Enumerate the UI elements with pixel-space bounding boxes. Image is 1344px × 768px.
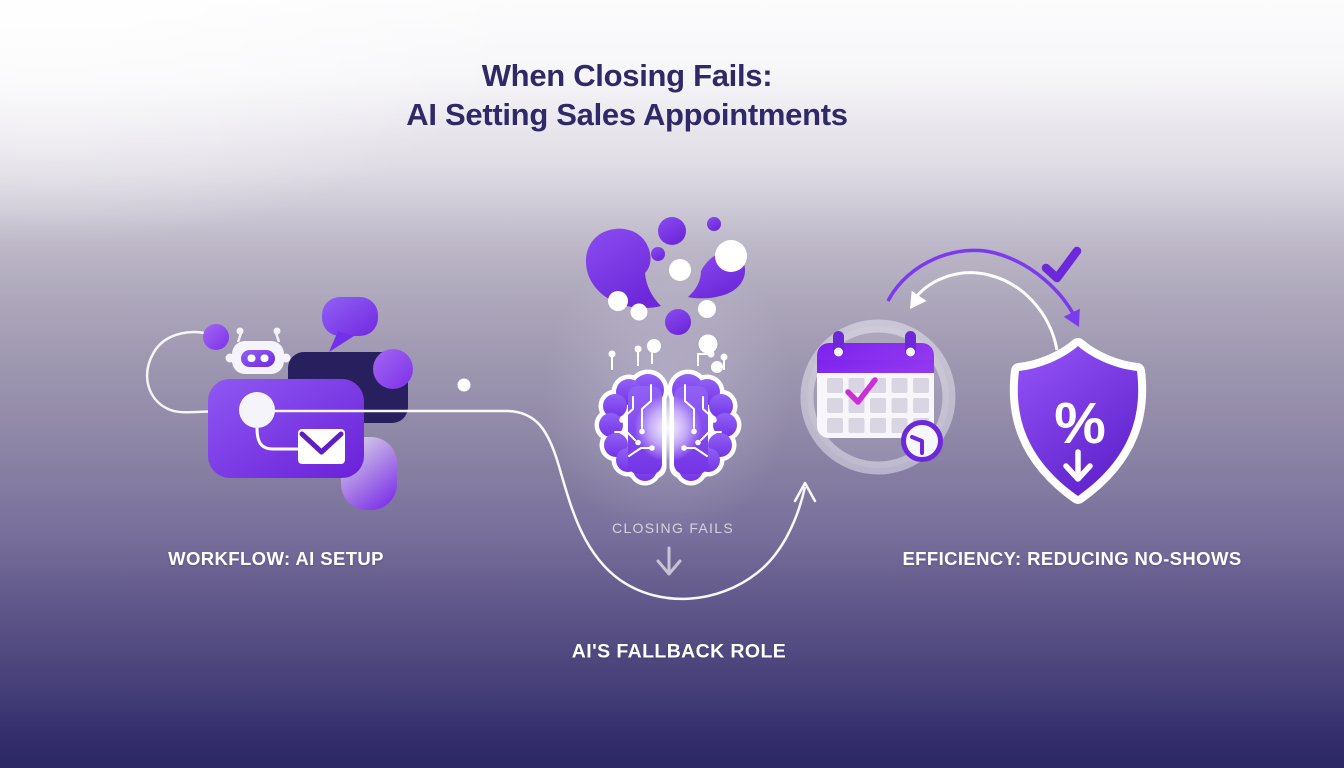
envelope-icon [298,429,345,464]
purple-arc [886,248,1078,320]
clock-icon [901,420,943,462]
closing-fails-label: CLOSING FAILS [612,520,734,536]
chat-bubble-icon [322,297,378,352]
calendar-icon [817,331,934,438]
calendar-illustration [800,319,956,475]
calendar-checkmark-icon [845,377,878,405]
loop-start-dot [203,324,229,350]
workflow-loop-line [145,330,231,414]
page-title: When Closing Fails: AI Setting Sales App… [406,56,848,134]
splash-blobs [585,217,747,373]
shield-shape [1009,338,1147,504]
workflow-foreground [225,297,471,464]
white-arc-arrowhead-icon [910,290,927,309]
node-connector-line [255,427,298,451]
percent-symbol: % [1054,391,1106,456]
efficiency-label: EFFICIENCY: REDUCING NO-SHOWS [902,548,1242,569]
calendar-grid [827,378,929,433]
flow-line [258,409,817,601]
splash-teardrop-left [585,228,661,309]
brain-illustration [543,217,793,540]
checkmark-icon [1041,246,1082,283]
flow-arrowhead-icon [793,481,817,503]
arc-arrows [886,246,1082,351]
brain-circuit-icon [594,369,742,486]
workflow-label: WORKFLOW: AI SETUP [168,548,384,569]
shield-down-arrow-icon [1063,449,1093,482]
white-arc [911,271,1059,351]
small-white-dot [457,378,471,392]
brain-center-glow [634,394,702,462]
purple-circle-accent [373,349,413,389]
page-title-line1: When Closing Fails: [481,58,773,93]
purple-arc-arrowhead-icon [1063,308,1080,327]
circuit-stubs [608,345,728,370]
flow-curve [258,409,807,601]
robot-icon [225,327,291,374]
shield-percent-icon: % [1009,338,1147,504]
fallback-label: AI'S FALLBACK ROLE [571,640,787,663]
closing-fails-down-arrow-icon [656,546,682,576]
page-title-line2: AI Setting Sales Appointments [406,97,848,132]
node-circle [239,392,275,428]
